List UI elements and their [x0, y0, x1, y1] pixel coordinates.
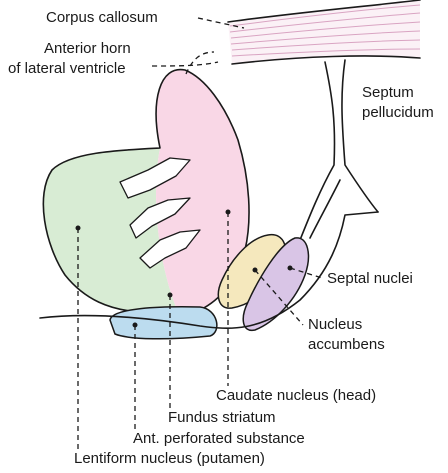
corpus-callosum-lower-edge	[231, 55, 421, 65]
septum-lower-branch	[309, 179, 341, 239]
internal-capsule-bands	[119, 157, 201, 269]
label-septal-nuclei: Septal nuclei	[327, 270, 413, 287]
label-nucleus-accumbens-line1: Nucleus	[308, 316, 362, 333]
leader-nucleus-accumbens	[254, 269, 304, 326]
dot-lentiform	[75, 225, 81, 231]
dot-fundus	[167, 292, 173, 298]
septum-pellucidum-right-edge	[341, 59, 379, 213]
anterior-perforated-substance	[109, 306, 218, 340]
leader-dots	[75, 209, 293, 328]
corpus-callosum	[227, 0, 421, 65]
dot-caudate	[225, 209, 231, 215]
label-lentiform-nucleus: Lentiform nucleus (putamen)	[74, 450, 265, 467]
dot-perforated	[132, 322, 138, 328]
septum-pellucidum-left-edge	[299, 61, 336, 241]
label-anterior-horn-line1: Anterior horn	[44, 40, 131, 57]
septal-nuclei-region	[242, 237, 310, 332]
leader-lines	[77, 17, 323, 452]
label-fundus-striatum: Fundus striatum	[168, 409, 276, 426]
corpus-callosum-upper-edge	[227, 0, 421, 23]
dot-accumbens	[252, 267, 258, 273]
dot-septal-nuclei	[287, 265, 293, 271]
label-septum-line2: pellucidum	[362, 104, 434, 121]
label-corpus-callosum: Corpus callosum	[46, 9, 158, 26]
leader-anterior-horn	[151, 61, 219, 67]
label-anterior-perforated: Ant. perforated substance	[133, 430, 305, 447]
label-nucleus-accumbens-line2: accumbens	[308, 336, 385, 353]
brain-floor-line	[39, 211, 379, 329]
leader-corpus-callosum	[197, 17, 245, 29]
corpus-callosum-fibers	[229, 4, 421, 57]
leader-anterior-horn-curve	[185, 51, 215, 75]
striatum-outline	[42, 68, 250, 313]
label-anterior-horn-line2: of lateral ventricle	[8, 60, 126, 77]
leader-septal-nuclei	[289, 267, 323, 279]
label-caudate-head: Caudate nucleus (head)	[216, 387, 376, 404]
label-septum-line1: Septum	[362, 84, 414, 101]
